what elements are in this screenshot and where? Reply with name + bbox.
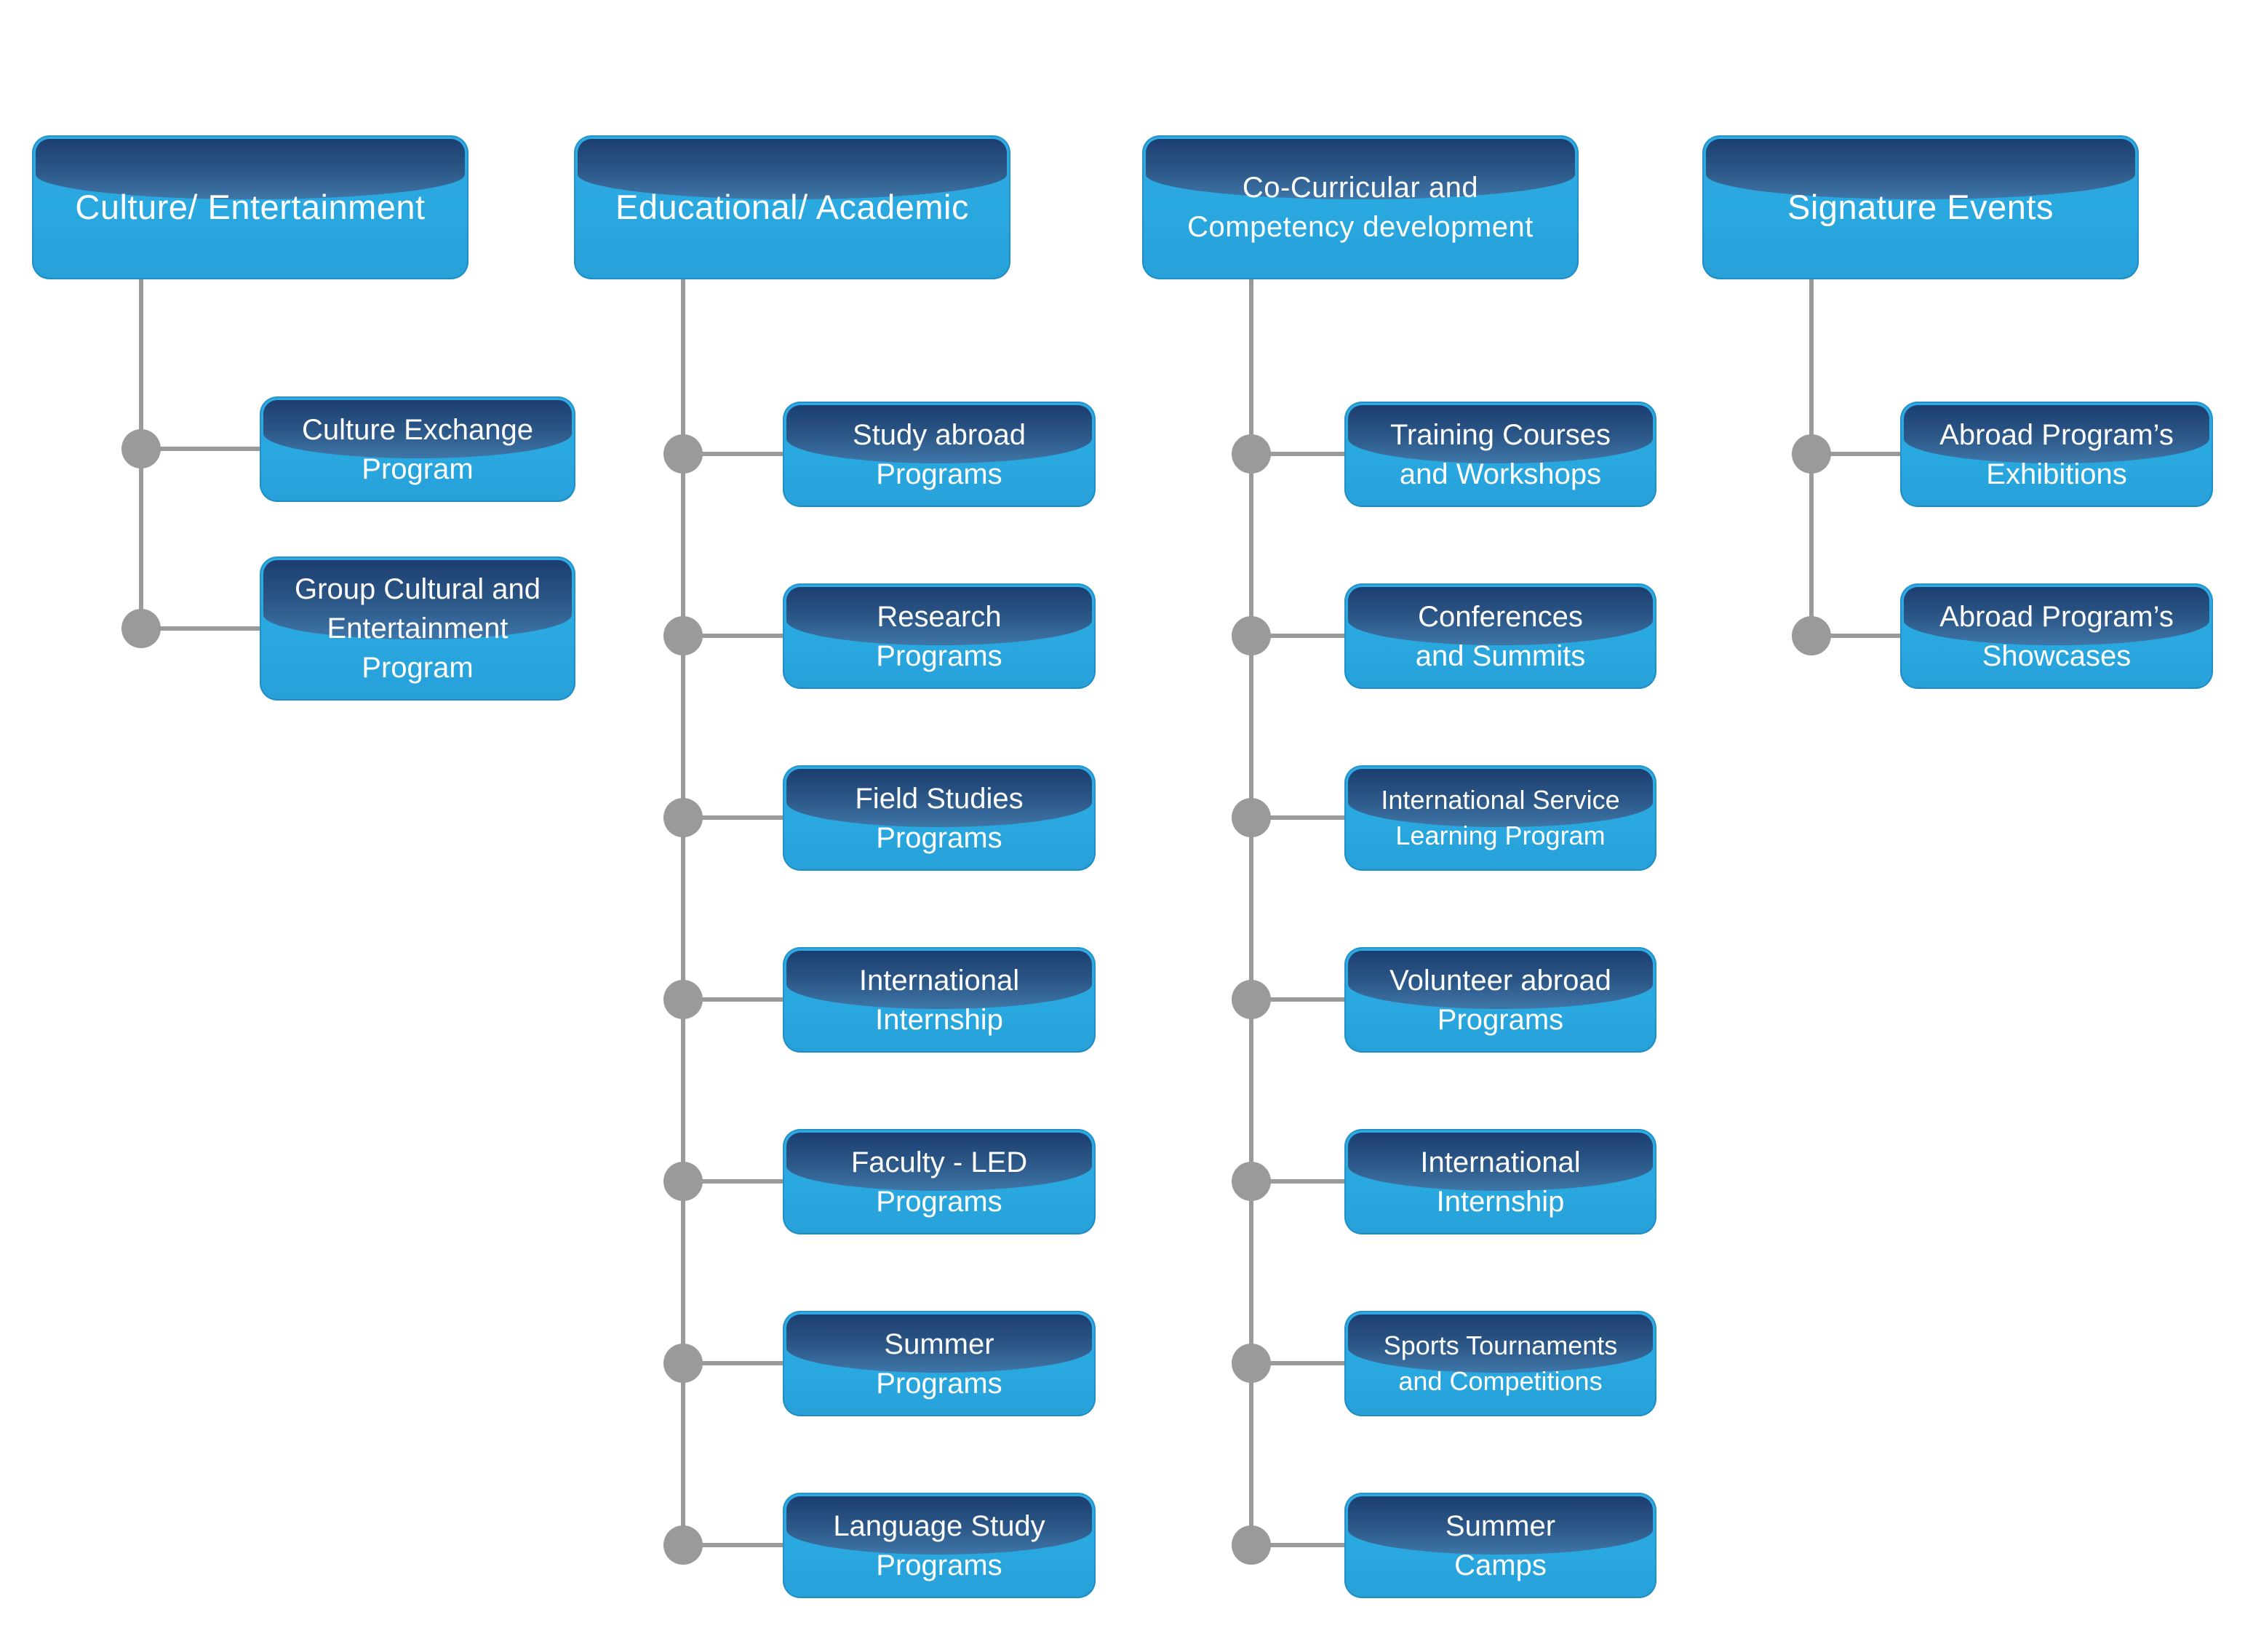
node-volunteer-abroad-programs: Volunteer abroad Programs xyxy=(1344,947,1656,1053)
connector-hline xyxy=(1811,452,1900,456)
node-label: Abroad Program’s Exhibitions xyxy=(1939,418,2174,490)
connector-hline xyxy=(683,1361,783,1365)
connector-hline xyxy=(141,626,260,631)
node-label: Research Programs xyxy=(876,600,1002,672)
connector-hline xyxy=(683,634,783,638)
gloss-highlight xyxy=(1146,139,1575,200)
node-educational-academic: Educational/ Academic xyxy=(574,135,1010,279)
gloss-highlight xyxy=(1706,139,2135,200)
connector-hline xyxy=(1251,1361,1344,1365)
gloss-highlight xyxy=(578,139,1007,200)
node-signature-events: Signature Events xyxy=(1702,135,2139,279)
connector-hline xyxy=(683,1179,783,1184)
node-label: Training Courses and Workshops xyxy=(1389,418,1611,490)
node-label: Signature Events xyxy=(1787,188,2054,227)
node-international-internship-educational: International Internship xyxy=(783,947,1096,1053)
node-label: Language Study Programs xyxy=(833,1509,1045,1581)
connector-hline xyxy=(141,447,260,451)
node-international-service-learning-program: International Service Learning Program xyxy=(1344,765,1656,871)
gloss-highlight xyxy=(1904,587,2209,645)
node-label: International Internship xyxy=(1420,1146,1581,1218)
node-international-internship-cocurricular: International Internship xyxy=(1344,1129,1656,1234)
node-abroad-programs-showcases: Abroad Program’s Showcases xyxy=(1900,583,2213,689)
node-label: Abroad Program’s Showcases xyxy=(1939,600,2174,672)
connector-hline xyxy=(683,1543,783,1547)
node-abroad-programs-exhibitions: Abroad Program’s Exhibitions xyxy=(1900,402,2213,507)
connector-hline xyxy=(1251,815,1344,820)
node-label: Culture/ Entertainment xyxy=(75,188,426,227)
node-label: Conferences and Summits xyxy=(1415,600,1586,672)
node-conferences-summits: Conferences and Summits xyxy=(1344,583,1656,689)
node-label: International Internship xyxy=(858,964,1020,1036)
gloss-highlight xyxy=(263,560,572,639)
node-culture-entertainment: Culture/ Entertainment xyxy=(32,135,468,279)
gloss-highlight xyxy=(1348,587,1653,645)
node-label: Summer Camps xyxy=(1445,1509,1556,1581)
connector-hline xyxy=(683,815,783,820)
node-language-study-programs: Language Study Programs xyxy=(783,1493,1096,1598)
gloss-highlight xyxy=(786,1314,1092,1373)
node-label: Field Studies Programs xyxy=(855,782,1024,854)
connector-hline xyxy=(683,997,783,1002)
connector-hline xyxy=(1251,634,1344,638)
node-label: Study abroad Programs xyxy=(853,418,1026,490)
gloss-highlight xyxy=(786,951,1092,1009)
gloss-highlight xyxy=(786,1496,1092,1555)
connector-hline xyxy=(1811,634,1900,638)
node-label: Educational/ Academic xyxy=(615,188,969,227)
node-label: Sports Tournaments and Competitions xyxy=(1383,1330,1618,1396)
connector-vline xyxy=(1249,279,1253,1545)
gloss-highlight xyxy=(1348,1496,1653,1555)
node-label: International Service Learning Program xyxy=(1381,784,1620,850)
node-faculty-led-programs: Faculty - LED Programs xyxy=(783,1129,1096,1234)
connector-hline xyxy=(1251,452,1344,456)
gloss-highlight xyxy=(1348,1133,1653,1191)
connector-hline xyxy=(683,452,783,456)
gloss-highlight xyxy=(786,405,1092,463)
connector-hline xyxy=(1251,1179,1344,1184)
node-label: Summer Programs xyxy=(876,1328,1002,1400)
node-summer-programs: Summer Programs xyxy=(783,1311,1096,1416)
node-label: Group Cultural and Entertainment Program xyxy=(295,573,541,684)
gloss-highlight xyxy=(1348,1314,1653,1373)
gloss-highlight xyxy=(1348,951,1653,1009)
node-label: Volunteer abroad Programs xyxy=(1389,964,1611,1036)
node-label: Co-Curricular and Competency development xyxy=(1187,172,1534,243)
gloss-highlight xyxy=(1348,405,1653,463)
node-sports-tournaments-competitions: Sports Tournaments and Competitions xyxy=(1344,1311,1656,1416)
node-study-abroad-programs: Study abroad Programs xyxy=(783,402,1096,507)
gloss-highlight xyxy=(36,139,465,200)
node-label: Culture Exchange Program xyxy=(302,413,533,485)
gloss-highlight xyxy=(1904,405,2209,463)
connector-hline xyxy=(1251,997,1344,1002)
node-group-cultural-entertainment-program: Group Cultural and Entertainment Program xyxy=(260,556,575,701)
gloss-highlight xyxy=(786,587,1092,645)
gloss-highlight xyxy=(1348,769,1653,827)
node-label: Faculty - LED Programs xyxy=(850,1146,1028,1218)
connector-vline xyxy=(681,279,685,1545)
node-training-courses-workshops: Training Courses and Workshops xyxy=(1344,402,1656,507)
gloss-highlight xyxy=(786,769,1092,827)
connector-hline xyxy=(1251,1543,1344,1547)
node-summer-camps: Summer Camps xyxy=(1344,1493,1656,1598)
node-research-programs: Research Programs xyxy=(783,583,1096,689)
gloss-highlight xyxy=(263,400,572,458)
node-culture-exchange-program: Culture Exchange Program xyxy=(260,396,575,502)
node-field-studies-programs: Field Studies Programs xyxy=(783,765,1096,871)
gloss-highlight xyxy=(786,1133,1092,1191)
node-co-curricular-competency-development: Co-Curricular and Competency development xyxy=(1142,135,1579,279)
